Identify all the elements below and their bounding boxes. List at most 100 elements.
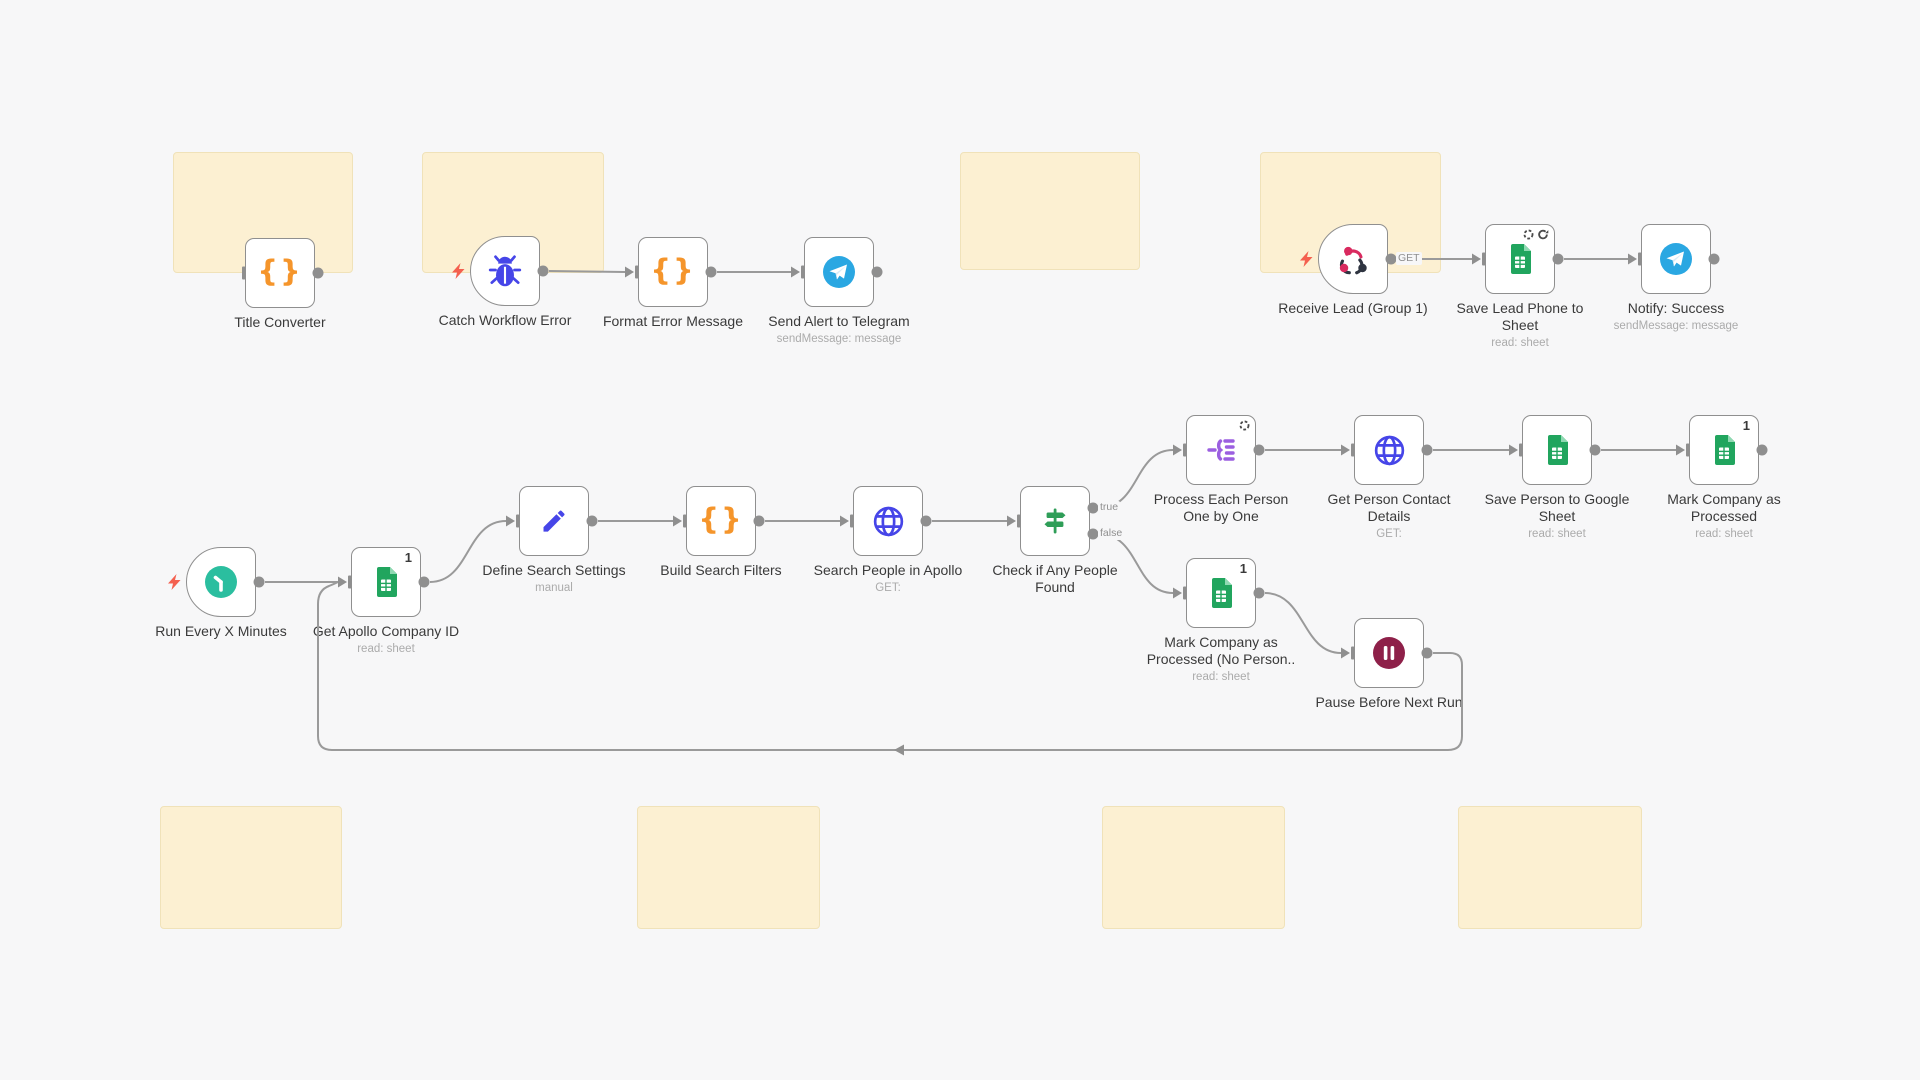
connection-catch-to-format[interactable] [548, 270, 626, 273]
input-arrow [338, 576, 347, 588]
connection-mark-to-pause[interactable] [1264, 592, 1342, 654]
output-port[interactable] [1756, 444, 1768, 456]
output-port[interactable] [537, 265, 549, 277]
node-get-apollo-company-id[interactable]: 1 Get Apollo Company ID read: sheet [313, 547, 459, 655]
node-label: Title Converter [234, 314, 326, 330]
node-process-each-person[interactable]: Process Each Person One by One [1154, 415, 1288, 524]
node-box[interactable]: 1 [1186, 558, 1256, 628]
input-port[interactable] [1482, 252, 1486, 266]
output-port[interactable] [753, 515, 765, 527]
output-port[interactable] [312, 267, 324, 279]
output-port-true[interactable] [1087, 502, 1099, 514]
node-pause-before-next-run[interactable]: Pause Before Next Run [1315, 618, 1463, 710]
input-port[interactable] [516, 514, 520, 528]
node-box[interactable] [186, 547, 256, 617]
node-catch-workflow-error[interactable]: Catch Workflow Error [439, 236, 571, 328]
node-box[interactable] [470, 236, 540, 306]
connection-pause-loop-to-apollo[interactable] [317, 581, 1463, 751]
node-box[interactable] [519, 486, 589, 556]
node-box[interactable]: 1 [1689, 415, 1759, 485]
node-label: Define Search Settings [482, 562, 626, 578]
output-port[interactable] [705, 266, 717, 278]
output-port[interactable] [1385, 253, 1397, 265]
node-box[interactable] [1522, 415, 1592, 485]
node-box[interactable]: {} [245, 238, 315, 308]
node-save-person-to-sheet[interactable]: Save Person to Google Sheet read: sheet [1485, 415, 1629, 540]
node-send-alert-telegram[interactable]: Send Alert to Telegram sendMessage: mess… [768, 237, 910, 345]
node-build-search-filters[interactable]: {} Build Search Filters [660, 486, 782, 578]
input-port[interactable] [635, 265, 639, 279]
input-port[interactable] [683, 514, 687, 528]
output-port-false[interactable] [1087, 528, 1099, 540]
input-port[interactable] [1183, 586, 1187, 600]
output-port[interactable] [920, 515, 932, 527]
telegram-icon [823, 256, 855, 288]
output-port[interactable] [1589, 444, 1601, 456]
input-port[interactable] [1686, 443, 1690, 457]
node-box[interactable] [1485, 224, 1555, 294]
node-run-every-x-minutes[interactable]: Run Every X Minutes [155, 547, 287, 639]
node-box[interactable] [1318, 224, 1388, 294]
sticky-note[interactable] [160, 806, 342, 929]
node-box[interactable]: 1 [351, 547, 421, 617]
node-box[interactable] [1354, 618, 1424, 688]
input-arrow [673, 515, 682, 527]
sticky-note[interactable] [1458, 806, 1642, 929]
node-label: Mark Company as Processed (No Person.. [1146, 634, 1296, 668]
input-port[interactable] [850, 514, 854, 528]
node-save-lead-phone[interactable]: Save Lead Phone to Sheet read: sheet [1457, 224, 1583, 349]
node-box[interactable] [1186, 415, 1256, 485]
node-title-converter[interactable]: {} Title Converter [234, 238, 326, 330]
output-port[interactable] [1552, 253, 1564, 265]
node-define-search-settings[interactable]: Define Search Settings manual [482, 486, 626, 594]
output-port[interactable] [1253, 444, 1265, 456]
input-port[interactable] [1183, 443, 1187, 457]
sticky-note[interactable] [1102, 806, 1285, 929]
input-port[interactable] [242, 266, 246, 280]
node-box[interactable]: {} [638, 237, 708, 307]
code-icon: {} [257, 253, 303, 288]
node-receive-lead[interactable]: Receive Lead (Group 1) [1278, 224, 1428, 316]
node-box[interactable] [804, 237, 874, 307]
output-port[interactable] [586, 515, 598, 527]
connection-apollo-to-define[interactable] [429, 520, 507, 583]
output-port[interactable] [253, 576, 265, 588]
google-sheets-icon [1511, 244, 1531, 274]
node-get-person-contact-details[interactable]: Get Person Contact Details GET: [1328, 415, 1450, 540]
output-port[interactable] [1421, 444, 1433, 456]
node-label: Build Search Filters [660, 562, 782, 578]
node-check-if-any-people-found[interactable]: Check if Any People Found [992, 486, 1118, 595]
node-format-error-message[interactable]: {} Format Error Message [603, 237, 743, 329]
node-notify-success[interactable]: Notify: Success sendMessage: message [1614, 224, 1738, 332]
node-subtitle: read: sheet [1695, 528, 1753, 541]
output-port[interactable] [418, 576, 430, 588]
output-port-label-true: true [1098, 501, 1121, 514]
input-port[interactable] [1351, 443, 1355, 457]
node-box[interactable] [1354, 415, 1424, 485]
node-label: Format Error Message [602, 313, 744, 329]
pause-icon [1373, 637, 1405, 669]
input-port[interactable] [1519, 443, 1523, 457]
output-port[interactable] [871, 266, 883, 278]
input-port[interactable] [1351, 646, 1355, 660]
node-box[interactable] [1641, 224, 1711, 294]
node-mark-company-processed[interactable]: 1 Mark Company as Processed read: sheet [1667, 415, 1781, 540]
sticky-note[interactable] [637, 806, 820, 929]
input-port[interactable] [1638, 252, 1642, 266]
node-box[interactable] [853, 486, 923, 556]
output-port[interactable] [1708, 253, 1720, 265]
node-box[interactable] [1020, 486, 1090, 556]
node-label: Pause Before Next Run [1315, 694, 1463, 710]
node-label: Get Apollo Company ID [312, 623, 460, 639]
output-port[interactable] [1421, 647, 1433, 659]
input-port[interactable] [801, 265, 805, 279]
node-box[interactable]: {} [686, 486, 756, 556]
node-search-people-in-apollo[interactable]: Search People in Apollo GET: [814, 486, 962, 594]
node-label: Save Lead Phone to Sheet [1456, 300, 1584, 334]
sticky-note[interactable] [960, 152, 1140, 270]
input-port[interactable] [1017, 514, 1021, 528]
node-mark-company-no-person[interactable]: 1 Mark Company as Processed (No Person..… [1147, 558, 1295, 683]
input-port[interactable] [348, 575, 352, 589]
output-port[interactable] [1253, 587, 1265, 599]
